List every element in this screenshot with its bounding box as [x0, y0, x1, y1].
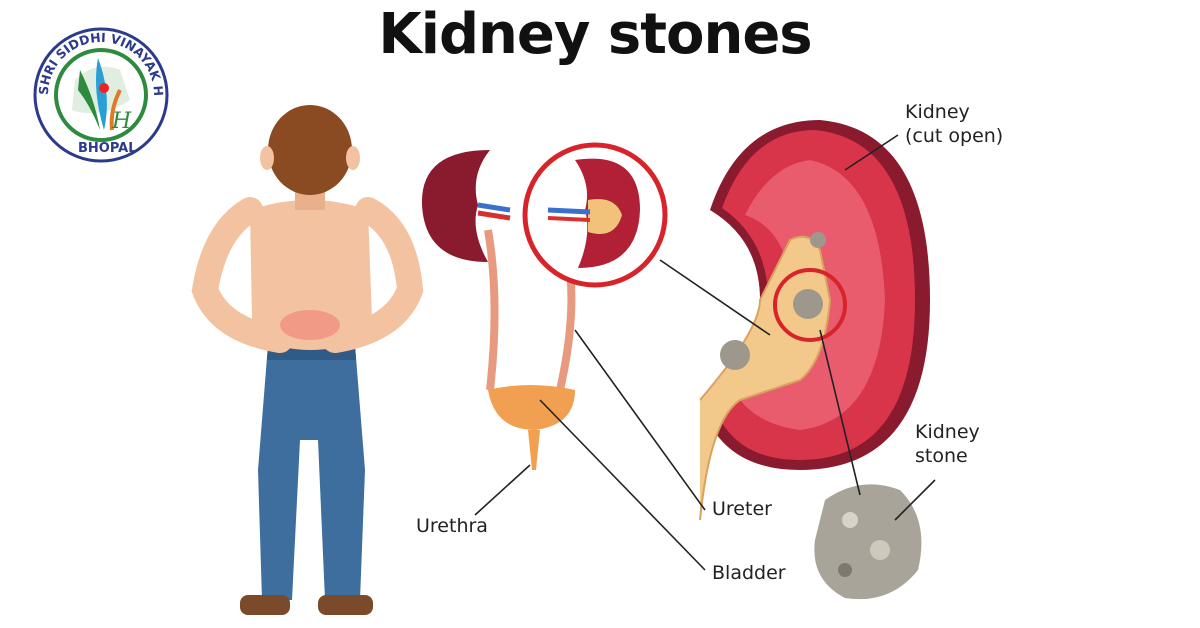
kidney-stone-enlarged [814, 484, 922, 600]
label-stone-line1: Kidney [915, 421, 980, 443]
bladder-shape [488, 385, 575, 430]
label-stone-line2: stone [915, 445, 968, 467]
leader-lines [474, 134, 936, 571]
svg-text:H: H [111, 109, 132, 134]
label-kidney: Kidney (cut open) [905, 100, 1003, 148]
logo-text-bottom: BHOPAL [78, 141, 137, 156]
label-kidney-line2: (cut open) [905, 125, 1004, 147]
label-urethra: Urethra [416, 515, 488, 537]
highlight-circle-stone [773, 268, 847, 342]
kidney-cut-open [699, 120, 930, 521]
man-back-pain-figure [191, 105, 424, 615]
label-ureter: Ureter [712, 498, 772, 520]
page-title: Kidney stones [378, 2, 812, 67]
urinary-system [421, 142, 668, 470]
label-kidney-line1: Kidney [905, 101, 970, 123]
label-bladder: Bladder [712, 562, 786, 584]
label-kidney-stone: Kidney stone [915, 420, 980, 468]
